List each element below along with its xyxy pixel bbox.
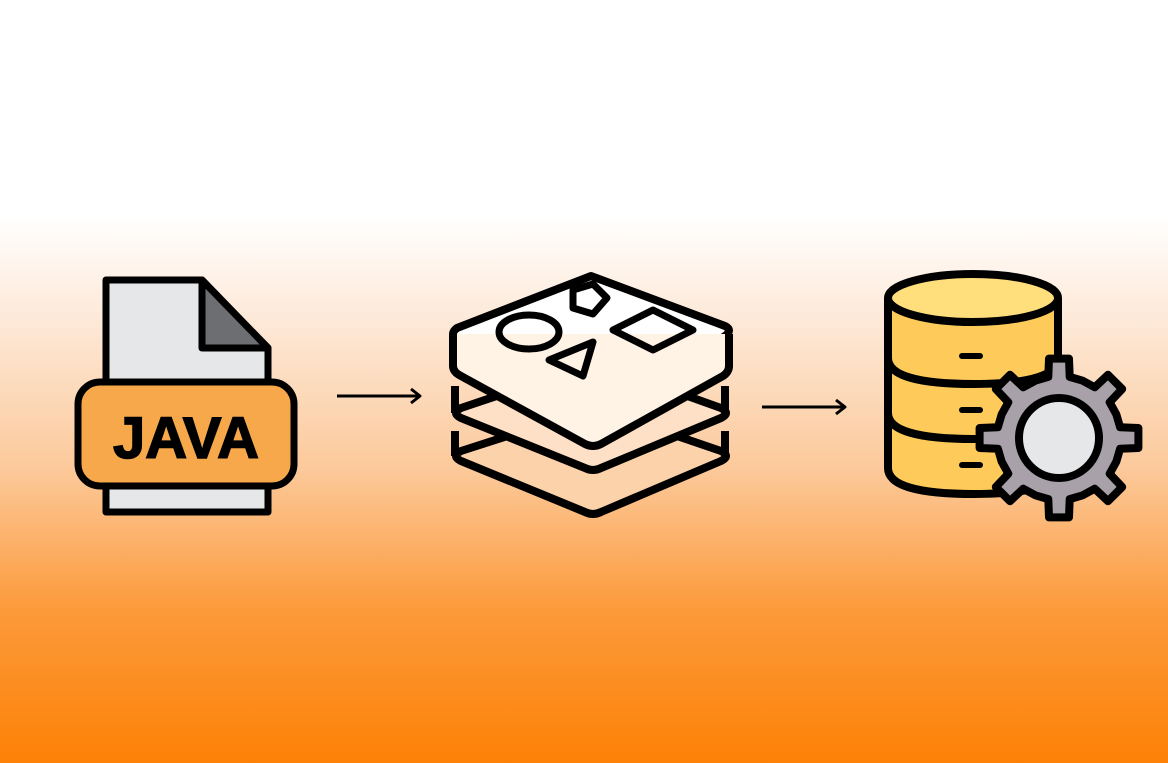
arrow-cache-to-database (760, 397, 850, 417)
cache-node (445, 268, 735, 528)
gear-icon (975, 354, 1143, 522)
arrow-java-to-cache (335, 386, 425, 406)
java-file-icon: JAVA (74, 276, 298, 516)
java-label: JAVA (113, 406, 259, 471)
gear-center (1015, 394, 1103, 482)
java-file-node: JAVA (72, 272, 302, 522)
database-node (880, 268, 1150, 528)
database-gear-icon (884, 270, 1143, 522)
shapes-icon (495, 280, 697, 380)
arrow-right-icon (337, 387, 422, 405)
redis-stack-icon (449, 272, 733, 518)
arrow-right-icon (762, 398, 847, 416)
